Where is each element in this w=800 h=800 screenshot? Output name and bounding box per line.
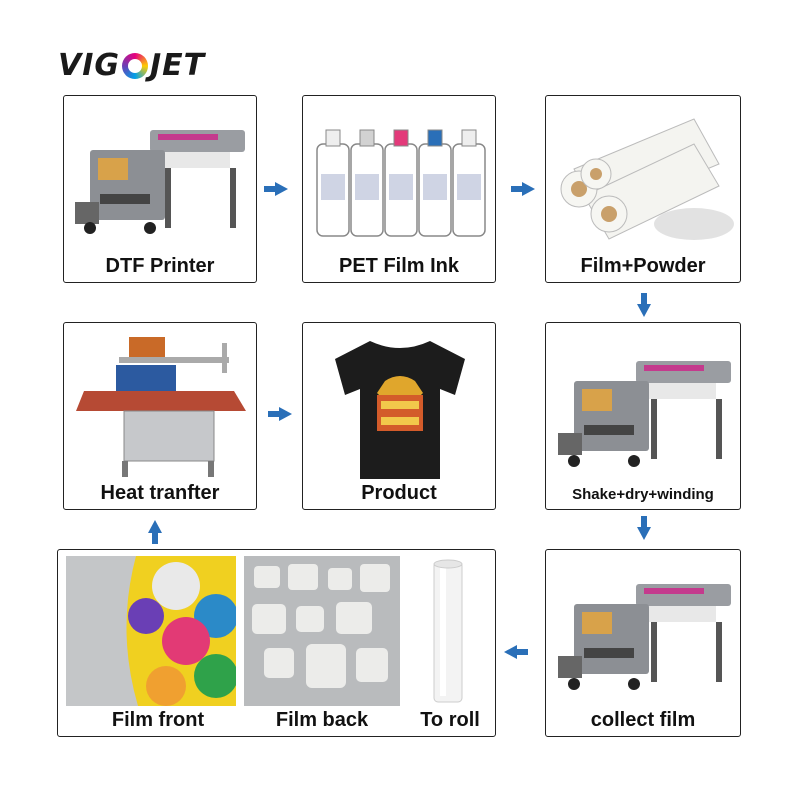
logo-ring-icon [122, 53, 149, 79]
label-collect-film: collect film [590, 709, 696, 731]
film-back-image [244, 556, 400, 706]
arrow-icon [511, 182, 535, 196]
card-pet-film-ink: PET Film Ink [302, 95, 496, 283]
arrow-icon [264, 182, 288, 196]
film-roll-icon [433, 559, 463, 703]
card-shake-dry-winding: Shake+dry+winding [545, 322, 741, 510]
card-collect-film: collect film [545, 549, 741, 737]
arrow-icon [268, 407, 292, 421]
card-dtf-printer: DTF Printer [63, 95, 257, 283]
card-product: Product [302, 322, 496, 510]
label-heat-transfer: Heat tranfter [100, 482, 220, 504]
label-product: Product [361, 482, 437, 504]
film-roll-icon [560, 118, 734, 240]
label-film-back: Film back [275, 709, 369, 731]
logo-text-right: JET [150, 47, 206, 83]
card-heat-transfer: Heat tranfter [63, 322, 257, 510]
label-to-roll: To roll [420, 709, 480, 731]
label-pet-film-ink: PET Film Ink [338, 255, 460, 277]
heat-press-icon [76, 337, 246, 477]
brand-logo: VIG JET [58, 47, 206, 83]
printer-icon [558, 361, 731, 467]
tshirt-icon [335, 341, 465, 479]
card-film-stages: Film front Film back To roll [57, 549, 496, 737]
logo-text-left: VIG [58, 47, 121, 83]
arrow-icon [637, 516, 651, 540]
label-shake-dry-winding: Shake+dry+winding [572, 486, 714, 503]
arrow-icon [504, 645, 528, 659]
film-front-image [66, 556, 236, 706]
label-film-front-text: Film front [111, 709, 205, 731]
ink-bottle-icon [316, 129, 486, 237]
label-film-powder: Film+Powder [580, 255, 706, 277]
card-film-powder: Film+Powder [545, 95, 741, 283]
printer-icon [558, 584, 731, 690]
arrow-icon [637, 293, 651, 317]
arrow-icon [148, 520, 162, 544]
label-dtf-printer: DTF Printer [105, 255, 215, 277]
printer-icon [75, 130, 245, 234]
